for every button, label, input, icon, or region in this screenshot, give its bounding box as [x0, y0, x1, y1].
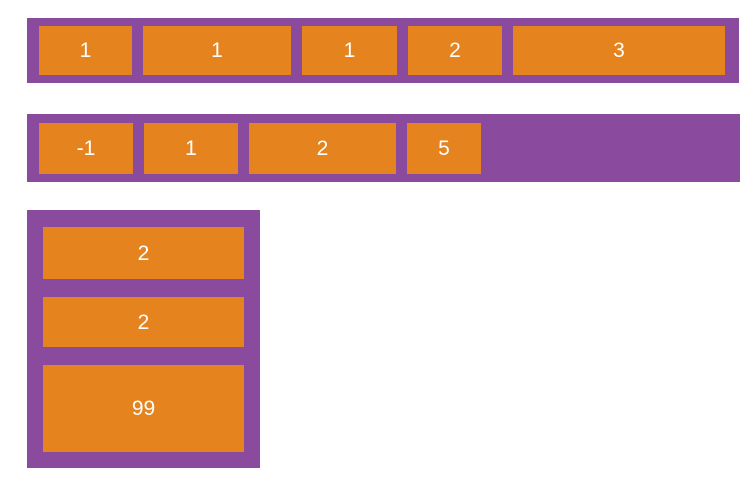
column-item-3: 99: [43, 365, 244, 452]
row2-item-1: -1: [39, 122, 133, 174]
row1-item-4: 2: [408, 26, 502, 75]
flex-container-column: 2 2 99: [27, 210, 260, 468]
flex-container-row-2: -1 1 2 5: [27, 114, 740, 182]
column-item-2: 2: [43, 297, 244, 347]
row1-item-2: 1: [143, 26, 291, 75]
row2-item-4: 5: [407, 122, 481, 174]
row2-item-3: 2: [249, 122, 396, 174]
row2-item-2: 1: [144, 122, 238, 174]
row1-item-3: 1: [302, 26, 397, 75]
flex-container-row-1: 1 1 1 2 3: [27, 18, 739, 83]
column-item-1: 2: [43, 227, 244, 279]
row1-item-5: 3: [513, 26, 725, 75]
row1-item-1: 1: [39, 26, 132, 75]
